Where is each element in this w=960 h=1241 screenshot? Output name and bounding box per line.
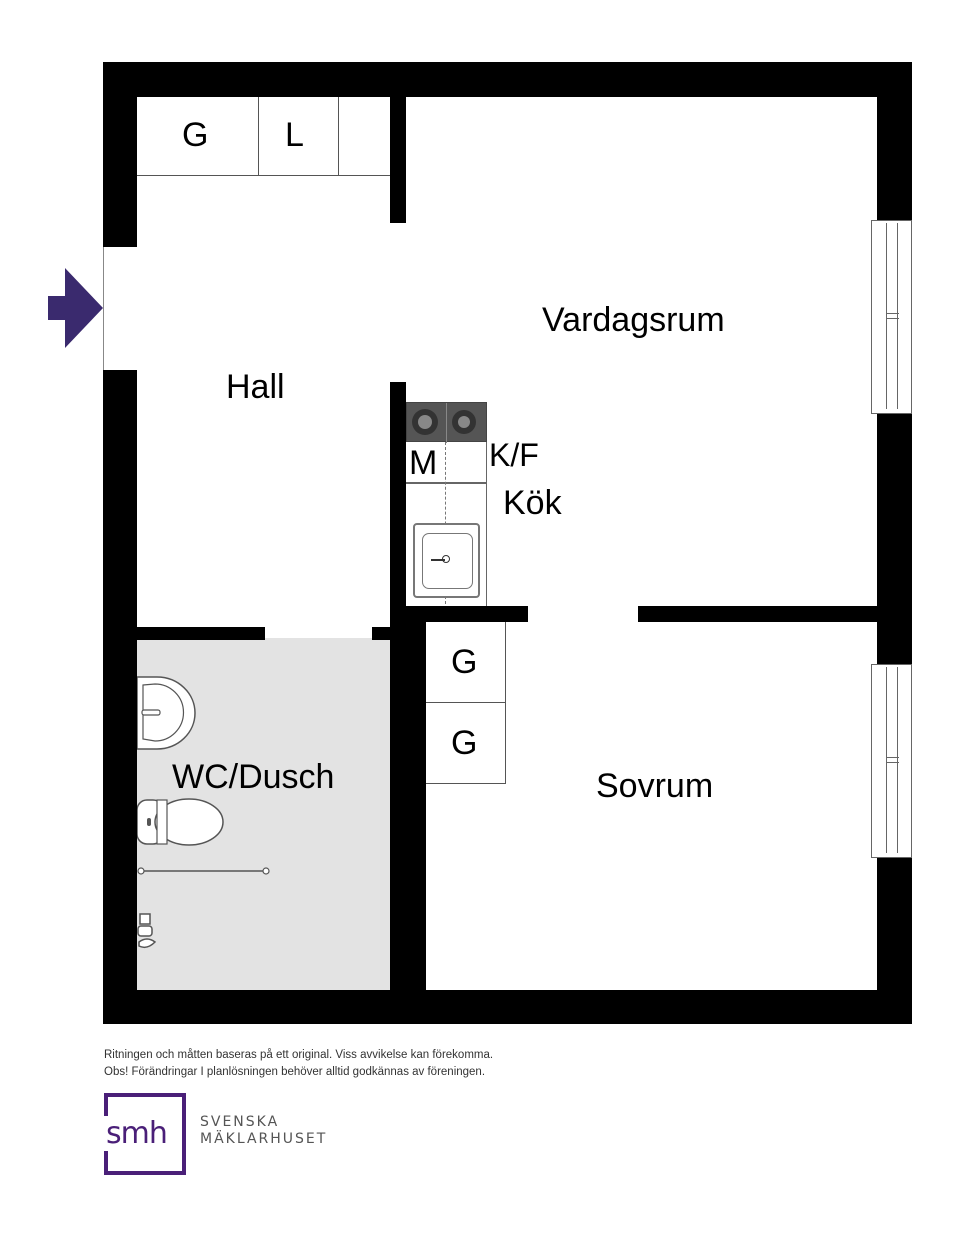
outer-wall-left-lower [103, 370, 137, 1024]
floor-plan: G L M K/F Kök G G [48, 62, 912, 1024]
bedroom-wardrobe-g2 [426, 702, 506, 784]
bedroom-wardrobe-g2-label: G [451, 724, 478, 762]
hall-wardrobe-g [137, 97, 260, 176]
window-sovrum [871, 664, 912, 858]
entrance-arrow-icon [48, 268, 103, 348]
outer-wall-left-upper [103, 62, 137, 247]
bedroom-wardrobe-g1 [426, 622, 506, 703]
wall-hall-bathroom-right [372, 627, 392, 640]
disclaimer-line-1: Ritningen och måtten baseras på ett orig… [104, 1049, 494, 1061]
room-label-hall: Hall [226, 368, 285, 406]
shower-rod-icon [137, 867, 270, 875]
wall-central-vertical [390, 606, 426, 990]
bedroom-wardrobe-g1-label: G [451, 643, 478, 681]
room-label-sovrum: Sovrum [596, 767, 714, 805]
hall-wardrobe-g-label: G [182, 116, 209, 154]
brand-name: SVENSKA MÄKLARHUSET [200, 1114, 327, 1148]
washbasin-icon [137, 676, 196, 750]
room-label-wc-dusch: WC/Dusch [172, 758, 335, 796]
stove-burner-icon [452, 410, 476, 434]
fridge-freezer-label: K/F [489, 437, 539, 473]
wall-hall-kitchen [390, 382, 406, 608]
brand-line-2: MÄKLARHUSET [200, 1131, 328, 1147]
wall-hall-vardagsrum-upper [390, 97, 406, 223]
wall-kitchen-sovrum-left [390, 606, 528, 622]
logo-mark: smh [104, 1116, 169, 1151]
wall-kitchen-sovrum-right [638, 606, 877, 622]
window-vardagsrum [871, 220, 912, 414]
outer-wall-right-top [877, 62, 912, 220]
brand-line-1: SVENSKA [200, 1114, 280, 1130]
disclaimer: Ritningen och måtten baseras på ett orig… [104, 1047, 493, 1081]
room-label-kok: Kök [503, 484, 562, 522]
shower-head-icon [137, 913, 157, 949]
hall-wardrobe-3 [338, 97, 390, 176]
kitchen-counter [406, 402, 487, 606]
outer-wall-right-mid [877, 414, 912, 664]
hall-wardrobe-l-label: L [285, 116, 304, 154]
disclaimer-line-2: Obs! Förändringar I planlösningen behöve… [104, 1066, 486, 1078]
stove-burner-icon [412, 409, 438, 435]
outer-wall-bottom [103, 990, 912, 1024]
entrance-door-line [103, 247, 104, 370]
microwave-fridge-divider [406, 482, 487, 484]
microwave-label: M [409, 444, 438, 482]
room-label-vardagsrum: Vardagsrum [542, 301, 725, 339]
outer-wall-right-bottom [877, 858, 912, 1024]
wall-hall-bathroom-left [137, 627, 265, 640]
toilet-icon [137, 798, 224, 846]
outer-wall-top [103, 62, 912, 97]
kitchen-sink-icon [413, 523, 480, 598]
stove [406, 402, 487, 443]
